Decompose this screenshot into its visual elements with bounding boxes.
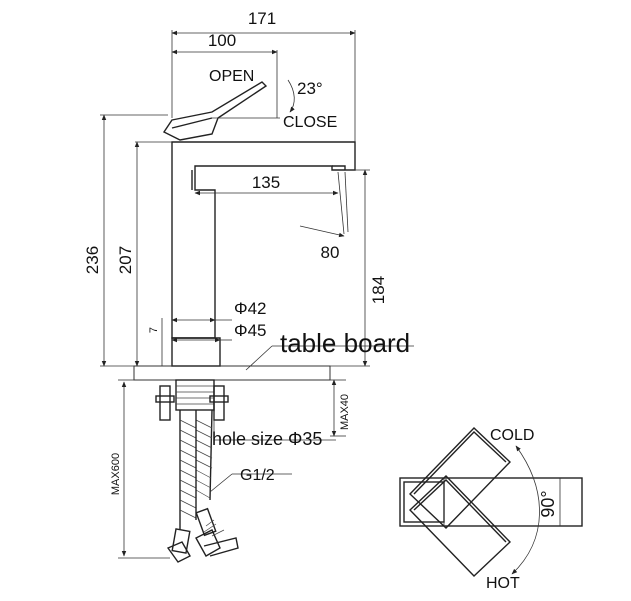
dimension-lines bbox=[100, 30, 414, 559]
table-board bbox=[133, 365, 331, 381]
braided-hose bbox=[166, 409, 239, 563]
rotation-angle-label: 90° bbox=[538, 490, 558, 517]
spout-height-label: 184 bbox=[369, 276, 388, 304]
handle-cold-position bbox=[409, 427, 511, 529]
cold-label: COLD bbox=[490, 427, 534, 444]
top-width-label: 171 bbox=[248, 9, 276, 28]
lever-angle-label: 23° bbox=[297, 79, 323, 98]
table-board-label: table board bbox=[280, 328, 410, 358]
base-flange bbox=[171, 337, 221, 367]
lever-handle bbox=[162, 81, 268, 141]
handle-hot-position bbox=[409, 475, 511, 577]
hole-size-label: hole size Φ35 bbox=[212, 429, 322, 449]
outer-diameter-label: Φ45 bbox=[234, 321, 266, 340]
hot-label: HOT bbox=[486, 575, 520, 592]
max-board-label: MAX40 bbox=[339, 394, 351, 430]
open-label: OPEN bbox=[209, 68, 254, 85]
close-label: CLOSE bbox=[283, 114, 337, 131]
body-height-label: 207 bbox=[116, 246, 135, 274]
lever-width-label: 100 bbox=[208, 31, 236, 50]
top-view-rotation bbox=[399, 427, 583, 577]
thread-label: G1/2 bbox=[240, 467, 275, 484]
base-small-label: 7 bbox=[148, 327, 160, 333]
rotation-arc bbox=[511, 445, 540, 575]
spout-drop-label: 80 bbox=[321, 243, 340, 262]
spout-reach-label: 135 bbox=[252, 173, 280, 192]
labels: 171 100 OPEN 23° CLOSE 135 80 236 207 18… bbox=[83, 9, 558, 592]
inner-diameter-label: Φ42 bbox=[234, 299, 266, 318]
hose-max-label: MAX600 bbox=[110, 453, 122, 495]
overall-height-label: 236 bbox=[83, 246, 102, 274]
